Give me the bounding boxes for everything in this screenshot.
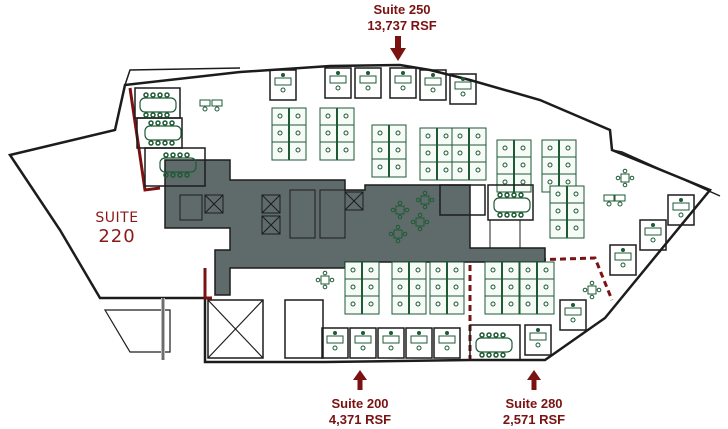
atrium-void — [103, 298, 264, 360]
suite-280-name: Suite 280 — [505, 396, 563, 411]
suite-250-name: Suite 250 — [373, 2, 431, 17]
conference-rooms — [134, 87, 534, 361]
suite-boundary — [128, 87, 614, 360]
suite-200-label: Suite 200 4,371 RSF — [310, 396, 410, 428]
suite-200-name: Suite 200 — [331, 396, 389, 411]
suite-200-area: 4,371 RSF — [328, 412, 392, 427]
suite-280-arrow-up-icon — [527, 370, 541, 390]
suite-220-line2: 220 — [98, 226, 136, 247]
suite-280-label: Suite 280 2,571 RSF — [484, 396, 584, 428]
suite-220-line1: SUITE — [95, 210, 139, 226]
suite-250-label: Suite 250 13,737 RSF — [352, 2, 452, 34]
suite-220-label: SUITE 220 — [82, 210, 152, 247]
suite-280-area: 2,571 RSF — [502, 412, 566, 427]
suite-250-area: 13,737 RSF — [367, 18, 437, 33]
suite-250-arrow-down-icon — [390, 36, 406, 61]
suite-200-arrow-up-icon — [353, 370, 367, 390]
